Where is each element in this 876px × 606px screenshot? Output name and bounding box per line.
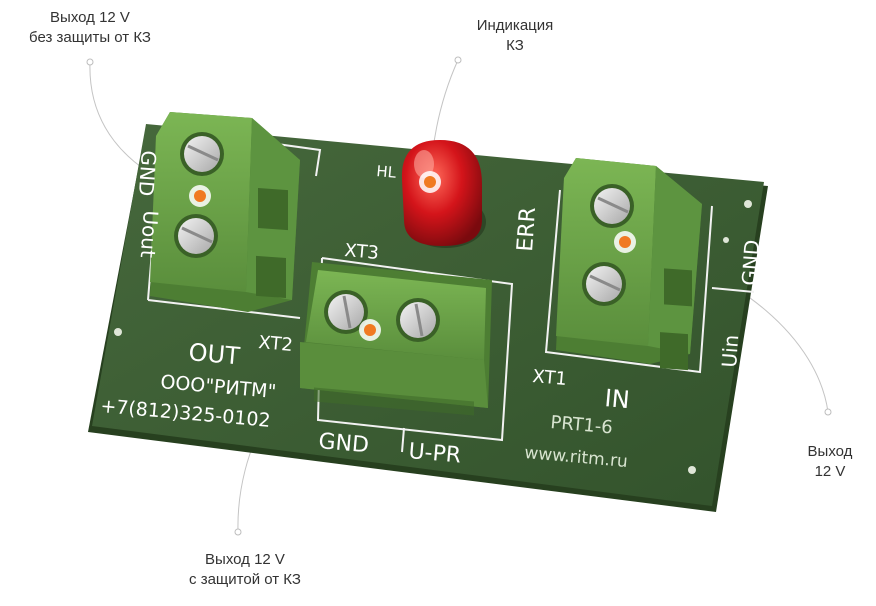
label-upr: U-PR xyxy=(407,439,462,468)
callout-line: с защитой от КЗ xyxy=(189,571,301,588)
callout-line: Выход 12 V xyxy=(50,9,130,26)
mount-hole xyxy=(723,237,729,243)
label-xt3: XT3 xyxy=(344,240,380,264)
label-uout: Uout xyxy=(136,210,163,259)
mount-hole xyxy=(114,328,122,336)
marker-dot xyxy=(424,176,436,188)
callout-line: без защиты от КЗ xyxy=(29,29,151,46)
label-out: OUT xyxy=(187,338,241,370)
leader-dot xyxy=(824,408,832,416)
terminal-block-xt1 xyxy=(556,158,702,371)
callout-output-protected: Выход 12 V с защитой от КЗ xyxy=(165,550,325,590)
label-gnd-bottom: GND xyxy=(317,429,369,458)
mount-hole xyxy=(744,200,752,208)
marker-dot xyxy=(364,324,376,336)
label-err: ERR xyxy=(513,206,541,252)
leader-dot xyxy=(454,56,462,64)
label-gnd-right: GND xyxy=(737,239,764,286)
led-indicator xyxy=(401,140,486,248)
callout-line: Выход 12 V xyxy=(205,551,285,568)
callout-line: КЗ xyxy=(506,37,524,54)
label-xt2: XT2 xyxy=(258,332,294,356)
terminal-block-xt3 xyxy=(300,262,492,416)
marker-dot xyxy=(194,190,206,202)
callout-line: Выход xyxy=(807,443,853,460)
label-xt1: XT1 xyxy=(532,366,568,390)
callout-indication: Индикация КЗ xyxy=(440,16,590,56)
label-in: IN xyxy=(603,384,630,414)
terminal-block-xt2 xyxy=(150,112,300,312)
leader-dot xyxy=(234,528,242,536)
mount-hole xyxy=(688,466,696,474)
label-hl: HL xyxy=(376,162,398,182)
leader-dot xyxy=(86,58,94,66)
callout-output: Выход 12 V xyxy=(790,442,870,482)
callout-line: 12 V xyxy=(814,463,846,480)
callout-markers xyxy=(189,171,636,341)
callout-line: Индикация xyxy=(476,17,554,34)
label-gnd-left: GND xyxy=(134,150,161,197)
label-uin: Uin xyxy=(717,334,743,368)
callout-output-unprotected: Выход 12 V без защиты от КЗ xyxy=(10,8,170,48)
marker-dot xyxy=(619,236,631,248)
